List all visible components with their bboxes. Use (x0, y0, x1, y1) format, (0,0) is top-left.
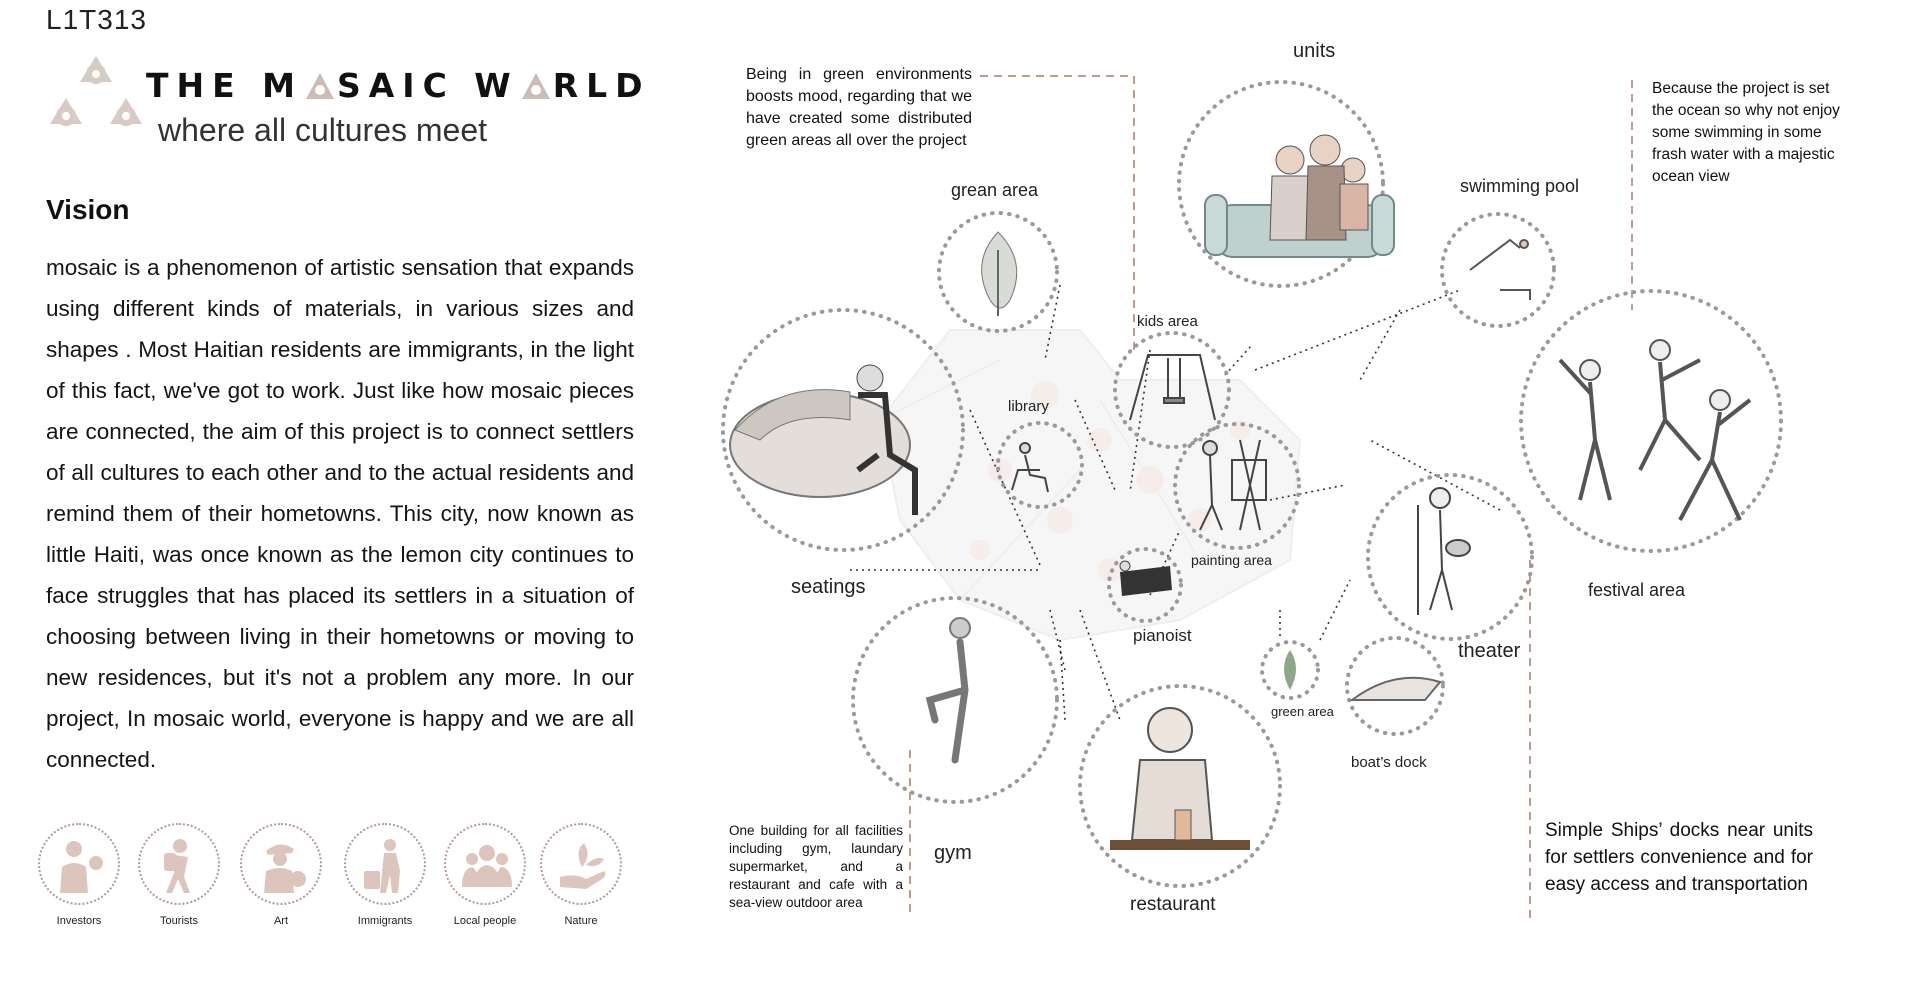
title-part-1: THE M (146, 66, 303, 105)
node-label-festival-area: festival area (1588, 580, 1686, 600)
local-people-icon (462, 845, 512, 887)
node-label-theater: theater (1458, 640, 1521, 662)
node-label-green-area: green area (1271, 704, 1334, 719)
project-subtitle: where all cultures meet (158, 112, 488, 148)
swing-illustration (1129, 354, 1216, 421)
node-label-kids-area: kids area (1137, 313, 1198, 330)
stakeholder-immigrants: Immigrants (340, 823, 430, 927)
gym-circle (851, 596, 1059, 804)
units-circle (1177, 80, 1385, 288)
node-label-grean-area: grean area (951, 180, 1039, 200)
boats-dock-circle (1345, 636, 1445, 736)
small-plant-illustration (1284, 650, 1296, 690)
green-area-small-circle (1260, 640, 1320, 700)
library-circle (996, 421, 1084, 509)
stakeholder-label: Immigrants (357, 915, 413, 927)
stakeholder-art: Art (236, 823, 326, 927)
node-label-pianoist: pianoist (1133, 626, 1192, 645)
connector-lines (850, 284, 1501, 721)
note-ships-docks: Simple Ships’ docks near units for settl… (1545, 820, 1813, 895)
nature-icon (560, 843, 606, 889)
vision-heading: Vision (46, 194, 130, 225)
restaurant-circle (1078, 684, 1282, 888)
node-label-painting-area: painting area (1191, 552, 1272, 568)
seatings-circle (721, 308, 965, 552)
stakeholder-investors: Investors (34, 823, 124, 927)
note-facilities: One building for all facilities includin… (729, 823, 903, 910)
painting-area-circle (1173, 422, 1301, 550)
diver-illustration (1469, 238, 1531, 300)
dancers-illustration (1558, 339, 1752, 521)
singer-illustration (1417, 487, 1471, 615)
sheet-code: L1T313 (46, 4, 147, 35)
note-leaders (909, 75, 1633, 918)
node-label-units: units (1293, 40, 1336, 62)
triangle-o-icon (521, 73, 550, 99)
node-label-swimming-pool: swimming pool (1460, 176, 1580, 196)
title-part-2: SAIC W (337, 66, 519, 105)
stakeholder-label: Art (273, 915, 289, 927)
reader-illustration (1011, 442, 1049, 493)
site-plan-illustration (878, 329, 1302, 642)
node-label-restaurant: restaurant (1130, 894, 1216, 915)
kids-area-circle (1113, 331, 1231, 449)
family-sofa-illustration (1204, 134, 1395, 258)
painter-illustration (1199, 439, 1267, 531)
stakeholder-tourists: Tourists (134, 823, 224, 927)
seating-illustration (729, 364, 918, 515)
swimming-pool-circle (1440, 212, 1556, 328)
node-label-library: library (1008, 398, 1049, 415)
yoga-illustration (925, 617, 971, 764)
piano-illustration (1119, 560, 1172, 596)
node-label-gym: gym (934, 842, 972, 864)
mosaic-logo-icon (50, 56, 142, 126)
investor-icon (60, 841, 103, 893)
note-green-environments: Being in green environments boosts mood,… (746, 66, 972, 149)
node-label-boats-dock: boat’s dock (1351, 754, 1427, 771)
tourist-icon (164, 839, 190, 893)
note-ocean-view: Because the project is set the ocean so … (1652, 80, 1840, 185)
vision-body: mosaic is a phenomenon of artistic sensa… (46, 255, 634, 772)
immigrant-icon (364, 839, 400, 893)
festival-area-circle (1519, 289, 1783, 553)
triangle-o-icon (306, 73, 334, 99)
stakeholder-local-people: Local people (440, 823, 530, 927)
title-part-3: RLD (552, 66, 651, 105)
project-title: THE M SAIC W RLD (146, 66, 651, 105)
stakeholder-label: Nature (564, 915, 598, 927)
stakeholder-label: Tourists (160, 915, 198, 927)
plant-illustration (981, 231, 1018, 316)
boat-illustration (1348, 676, 1442, 701)
diner-illustration (1110, 707, 1250, 850)
node-label-seatings: seatings (791, 576, 866, 598)
theater-circle (1366, 473, 1534, 641)
art-icon (264, 844, 306, 893)
stakeholder-label: Local people (453, 915, 517, 927)
stakeholder-label: Investors (56, 915, 102, 927)
pianoist-circle (1107, 547, 1183, 623)
node-circles (721, 80, 1783, 888)
diagram (721, 75, 1783, 918)
grean-area-circle (937, 211, 1059, 333)
stakeholder-nature: Nature (536, 823, 626, 927)
